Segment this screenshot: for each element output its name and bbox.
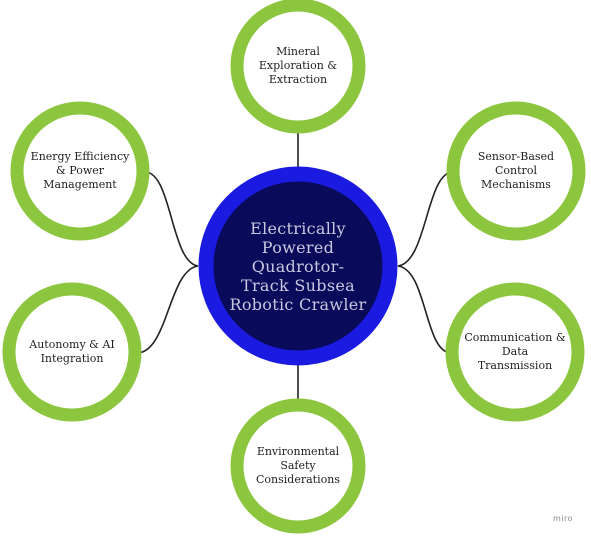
center-node-ring[interactable]: [198, 166, 398, 366]
node-ring-mineral[interactable]: [230, 0, 366, 134]
node-label-mineral: Mineral Exploration & Extraction: [258, 45, 338, 86]
connector-communication: [397, 265, 454, 354]
node-label-sensor: Sensor-Based Control Mechanisms: [477, 150, 555, 191]
node-label-environmental: Environmental Safety Considerations: [256, 445, 340, 486]
center-node-label: Electrically Powered Quadrotor- Track Su…: [229, 218, 367, 314]
node-label-energy: Energy Efficiency & Power Management: [30, 150, 130, 191]
node-label-communication: Communication & Data Transmission: [464, 331, 566, 372]
node-ring-energy[interactable]: [10, 101, 150, 241]
node-label-autonomy: Autonomy & AI Integration: [29, 338, 115, 365]
node-ring-autonomy[interactable]: [2, 282, 142, 422]
miro-watermark: miro: [552, 514, 573, 523]
node-ring-environmental[interactable]: [230, 398, 366, 534]
node-ring-sensor[interactable]: [446, 101, 586, 241]
connector-energy: [142, 171, 199, 267]
connector-autonomy: [134, 265, 199, 354]
node-ring-communication[interactable]: [445, 282, 585, 422]
connector-sensor: [397, 171, 456, 267]
